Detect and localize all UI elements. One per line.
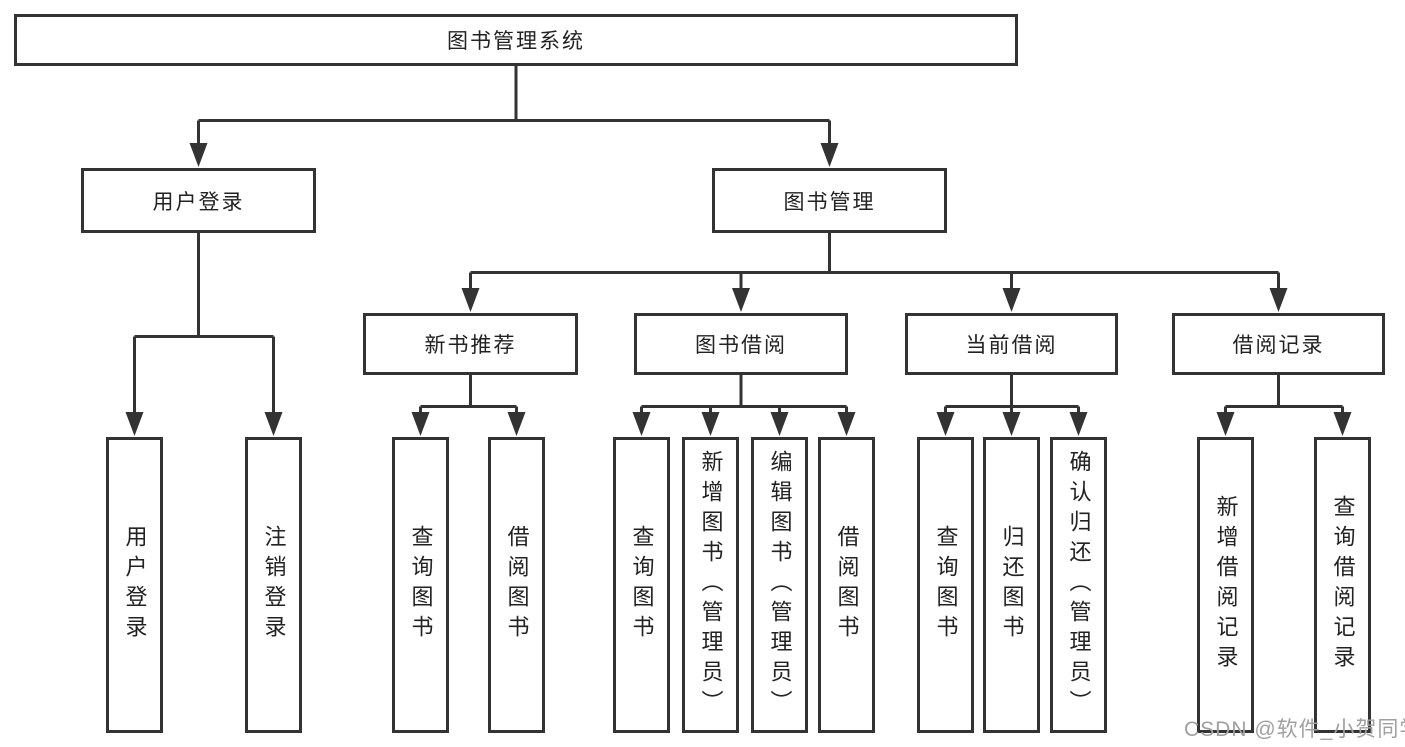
node-label: 图书管理系统	[447, 30, 585, 53]
node-book-management: 图书管理	[712, 168, 947, 233]
node-add-borrow-record: 新增借阅记录	[1197, 437, 1254, 733]
node-new-book-recommendation: 新书推荐	[363, 313, 578, 375]
node-label: 图书借阅	[695, 334, 787, 357]
node-confirm-return-admin: 确认归还（管理员）	[1050, 437, 1107, 733]
connector-book-borrowing-to-leaves	[632, 374, 856, 436]
node-label: 查询图书	[629, 525, 655, 645]
connector-current-borrowing-to-leaves	[936, 374, 1088, 436]
node-logout: 注销登录	[245, 437, 302, 733]
node-query-borrow-record: 查询借阅记录	[1314, 437, 1371, 733]
node-label: 借阅图书	[504, 525, 530, 645]
node-label: 用户登录	[122, 525, 148, 645]
connector-user-login-to-leaves	[125, 232, 283, 436]
connector-book-management-to-level3	[461, 232, 1288, 312]
node-label: 查询图书	[408, 525, 434, 645]
node-return-books: 归还图书	[983, 437, 1040, 733]
node-user-login: 用户登录	[81, 168, 316, 233]
node-label: 查询图书	[933, 525, 959, 645]
node-label: 新书推荐	[424, 334, 517, 357]
node-label: 编辑图书（管理员）	[767, 450, 793, 720]
node-label: 借阅图书	[834, 525, 860, 645]
node-borrow-books-borrowing: 借阅图书	[818, 437, 875, 733]
node-query-books-borrowing: 查询图书	[613, 437, 670, 733]
node-label: 当前借阅	[965, 334, 1058, 357]
connector-new-book-recommendation-to-leaves	[411, 374, 526, 436]
node-label: 用户登录	[152, 190, 245, 214]
node-query-books-recommend: 查询图书	[392, 437, 449, 733]
node-edit-book-admin: 编辑图书（管理员）	[751, 437, 808, 733]
node-label: 归还图书	[999, 525, 1025, 645]
node-query-books-current: 查询图书	[917, 437, 974, 733]
connector-borrowing-records-to-leaves	[1216, 374, 1352, 436]
node-user-login-action: 用户登录	[106, 437, 163, 733]
node-label: 新增借阅记录	[1213, 495, 1239, 675]
node-add-book-admin: 新增图书（管理员）	[682, 437, 739, 733]
connector-root-to-level2	[189, 64, 839, 167]
node-book-borrowing: 图书借阅	[634, 313, 848, 375]
node-borrowing-records: 借阅记录	[1172, 313, 1385, 375]
node-label: 新增图书（管理员）	[698, 450, 724, 720]
node-library-management-system: 图书管理系统	[14, 14, 1018, 66]
node-current-borrowing: 当前借阅	[905, 313, 1118, 375]
node-label: 查询借阅记录	[1330, 495, 1356, 675]
node-label: 注销登录	[261, 525, 287, 645]
node-label: 借阅记录	[1232, 334, 1325, 357]
node-label: 确认归还（管理员）	[1066, 450, 1092, 720]
node-borrow-books-recommend: 借阅图书	[488, 437, 545, 733]
csdn-watermark: CSDN @软件_小贺同学	[1184, 718, 1405, 741]
node-label: 图书管理	[783, 190, 876, 214]
